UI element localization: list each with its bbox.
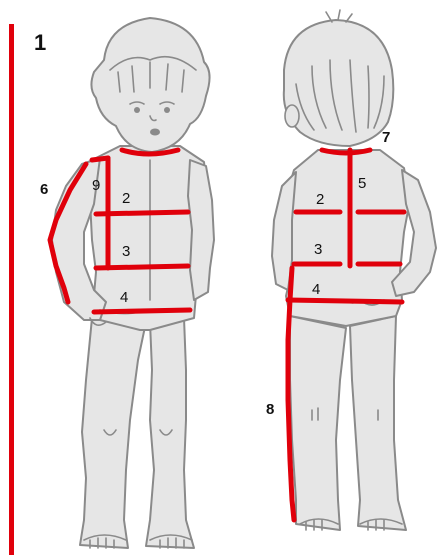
front-label-2: 2 xyxy=(122,190,130,207)
back-label-2: 2 xyxy=(316,191,324,208)
back-label-7: 7 xyxy=(382,129,390,146)
front-label-9: 9 xyxy=(92,177,100,194)
back-label-5: 5 xyxy=(358,175,366,192)
back-label-3: 3 xyxy=(314,241,322,258)
front-label-4: 4 xyxy=(120,289,128,306)
front-label-3: 3 xyxy=(122,243,130,260)
back-child-figure xyxy=(272,10,436,530)
side-accent-bar xyxy=(9,24,14,555)
front-chest-line-2 xyxy=(96,212,188,214)
back-label-8: 8 xyxy=(266,401,274,418)
back-hip-line-4 xyxy=(288,300,402,302)
front-hip-line-4 xyxy=(94,310,190,312)
back-label-4: 4 xyxy=(312,281,320,298)
front-child-figure xyxy=(52,18,214,548)
front-label-6: 6 xyxy=(40,181,48,198)
front-waist-line-3 xyxy=(96,266,188,268)
figure-number: 1 xyxy=(34,30,46,55)
